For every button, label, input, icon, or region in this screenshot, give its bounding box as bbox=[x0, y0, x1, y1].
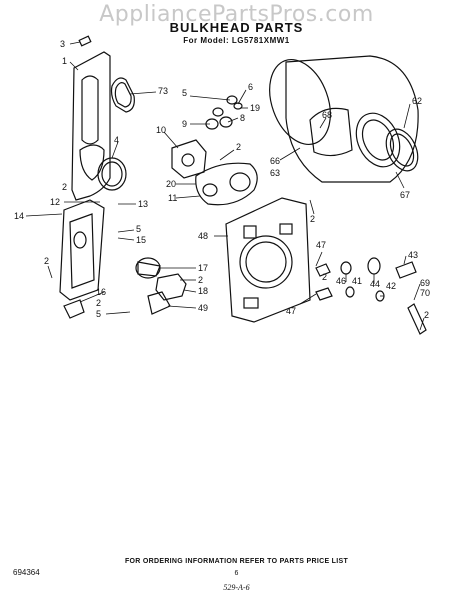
part-drum[interactable] bbox=[259, 51, 419, 183]
callout-19: 19 bbox=[250, 103, 260, 113]
callout-43: 43 bbox=[408, 250, 418, 260]
callout-18: 18 bbox=[198, 286, 208, 296]
part-right-hardware[interactable] bbox=[315, 257, 427, 335]
callout-2-b: 2 bbox=[62, 182, 67, 192]
callout-20: 20 bbox=[166, 179, 176, 189]
part-18[interactable] bbox=[155, 273, 187, 301]
callout-5: 5 bbox=[182, 88, 187, 98]
callout-15: 15 bbox=[136, 235, 146, 245]
callout-3: 3 bbox=[60, 39, 65, 49]
callout-62: 62 bbox=[412, 96, 422, 106]
callout-8: 8 bbox=[240, 113, 245, 123]
callout-4: 4 bbox=[114, 135, 119, 145]
part-tab-3[interactable] bbox=[78, 35, 92, 47]
watermark: AppliancePartsPros.com bbox=[99, 2, 374, 27]
callout-9: 9 bbox=[182, 119, 187, 129]
part-front-duct-14[interactable] bbox=[59, 199, 105, 301]
doc-number: 694364 bbox=[13, 568, 40, 577]
callout-6: 6 bbox=[248, 82, 253, 92]
callout-17: 17 bbox=[198, 263, 208, 273]
part-drum-ring-62[interactable] bbox=[380, 124, 424, 176]
part-seal-73[interactable] bbox=[110, 77, 135, 113]
callout-66: 66 bbox=[270, 156, 280, 166]
callout-47-b: 47 bbox=[286, 306, 296, 316]
date-code: 529-A-6 bbox=[223, 583, 250, 592]
callout-12: 12 bbox=[50, 197, 60, 207]
callout-10: 10 bbox=[156, 125, 166, 135]
callout-16: 16 bbox=[96, 287, 106, 297]
callout-69: 69 bbox=[420, 278, 430, 288]
callout-68: 68 bbox=[322, 110, 332, 120]
callout-2-e: 2 bbox=[198, 275, 203, 285]
callout-46: 46 bbox=[336, 276, 346, 286]
callout-5-c: 5 bbox=[96, 309, 101, 319]
callout-11: 11 bbox=[168, 193, 177, 203]
callout-2-f: 2 bbox=[96, 298, 101, 308]
callout-13: 13 bbox=[138, 199, 148, 209]
callout-63: 63 bbox=[270, 168, 280, 178]
callout-2-c: 2 bbox=[310, 214, 315, 224]
diagram-title: BULKHEAD PARTS bbox=[169, 20, 304, 35]
part-49[interactable] bbox=[147, 291, 171, 315]
callout-42: 42 bbox=[386, 281, 396, 291]
page-number: 6 bbox=[234, 570, 239, 577]
callout-44: 44 bbox=[370, 279, 380, 289]
callout-73: 73 bbox=[158, 86, 168, 96]
callout-14: 14 bbox=[14, 211, 24, 221]
callout-48: 48 bbox=[198, 231, 208, 241]
part-bulkhead-48[interactable] bbox=[225, 197, 311, 323]
callout-1: 1 bbox=[62, 56, 67, 66]
part-idler-11[interactable] bbox=[195, 162, 258, 206]
part-pulley-10[interactable] bbox=[171, 139, 207, 179]
part-rear-duct[interactable] bbox=[71, 51, 111, 201]
callout-41: 41 bbox=[352, 276, 362, 286]
callout-2-a: 2 bbox=[236, 142, 241, 152]
callout-49: 49 bbox=[198, 303, 208, 313]
callout-2-d: 2 bbox=[44, 256, 49, 266]
callout-47-a: 47 bbox=[316, 240, 326, 250]
ordering-note: FOR ORDERING INFORMATION REFER TO PARTS … bbox=[124, 558, 349, 565]
callout-2-h: 2 bbox=[424, 310, 429, 320]
callout-2-g: 2 bbox=[322, 272, 327, 282]
model-line: For Model: LG5781XMW1 bbox=[183, 36, 290, 45]
part-16[interactable] bbox=[63, 299, 85, 319]
callout-67: 67 bbox=[400, 190, 410, 200]
callout-5-b: 5 bbox=[136, 224, 141, 234]
callout-70: 70 bbox=[420, 288, 430, 298]
callout-labels: 3 1 73 5 6 9 8 19 10 4 2 2 20 11 68 62 6… bbox=[14, 39, 430, 320]
